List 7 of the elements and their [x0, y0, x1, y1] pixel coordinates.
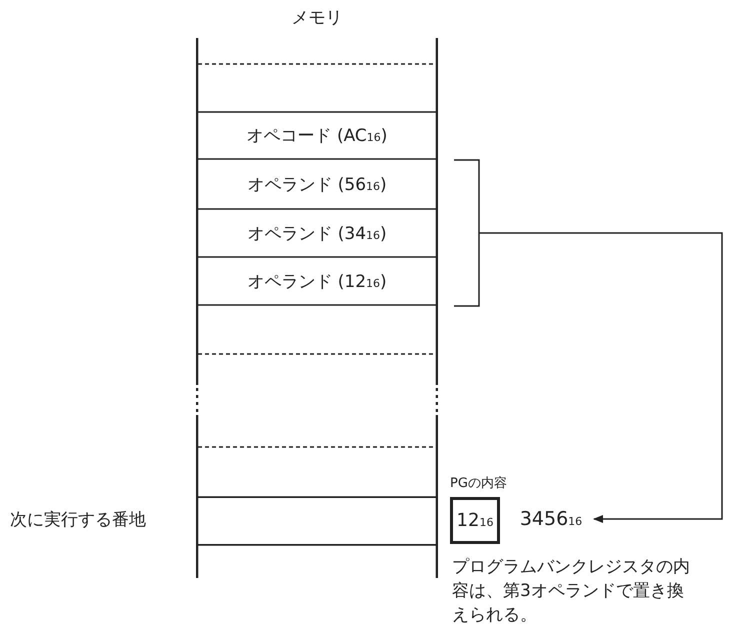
address-label: 次に実行する番地: [10, 509, 146, 531]
column-heading: メモリ: [290, 7, 344, 29]
register-caption: PGの内容: [450, 475, 507, 492]
arrow: [479, 232, 723, 523]
memory-cell: [198, 497, 436, 545]
bracket: [454, 159, 480, 307]
note-text: プログラムバンクレジスタの内容は、第3オペランドで置き換えられる。: [452, 556, 691, 627]
